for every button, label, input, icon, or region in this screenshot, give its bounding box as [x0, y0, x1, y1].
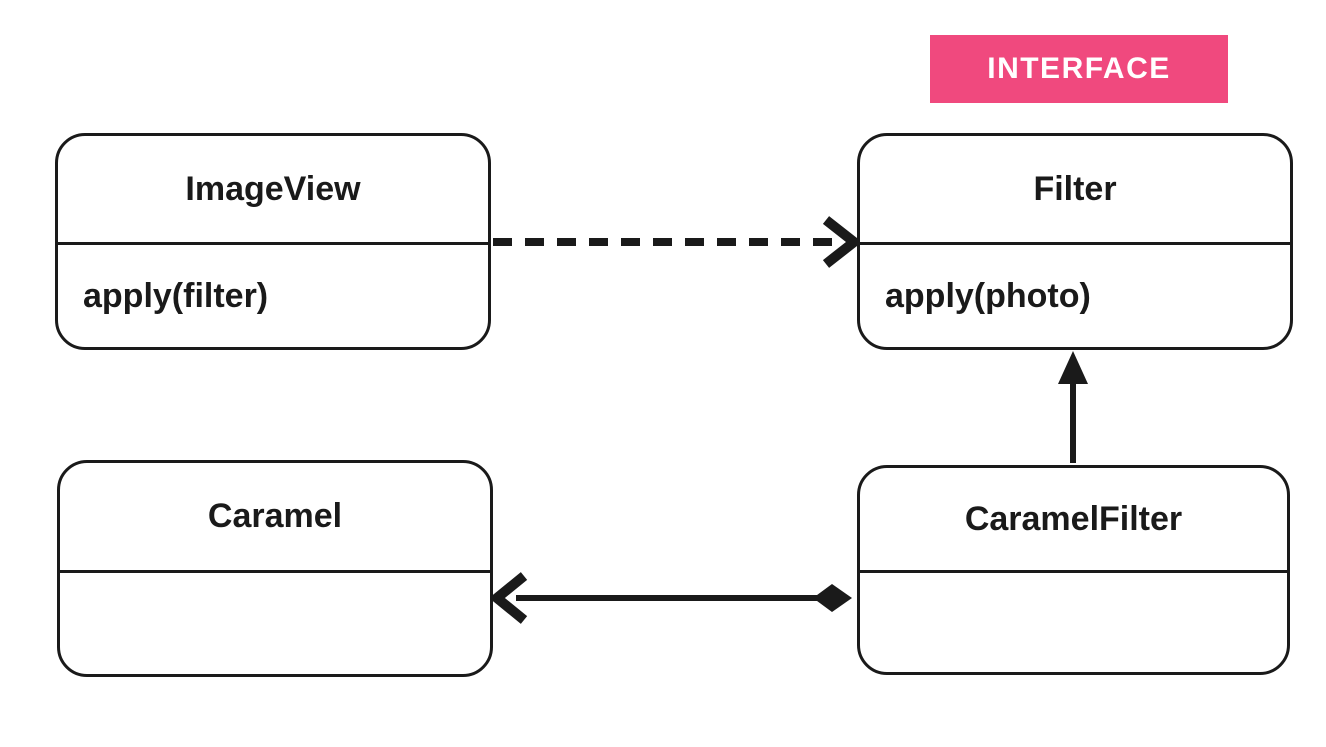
interface-badge-label: INTERFACE	[987, 52, 1171, 85]
interface-badge: INTERFACE	[930, 35, 1228, 103]
class-title: Caramel	[60, 463, 490, 573]
class-title: CaramelFilter	[860, 468, 1287, 573]
class-box-filter: Filter apply(photo)	[857, 133, 1293, 350]
class-method	[60, 573, 490, 674]
class-method: apply(filter)	[83, 276, 269, 315]
class-method	[860, 573, 1287, 672]
class-box-caramelfilter: CaramelFilter	[857, 465, 1290, 675]
class-box-caramel: Caramel	[57, 460, 493, 677]
class-title: ImageView	[58, 136, 488, 245]
dependency-arrow-imageview-to-filter	[493, 216, 863, 268]
class-title: Filter	[860, 136, 1290, 245]
class-method: apply(photo)	[885, 276, 1091, 315]
realization-arrow-caramelfilter-to-filter	[1058, 351, 1088, 463]
class-box-imageview: ImageView apply(filter)	[55, 133, 491, 350]
composition-arrow-caramelfilter-to-caramel	[489, 572, 852, 624]
